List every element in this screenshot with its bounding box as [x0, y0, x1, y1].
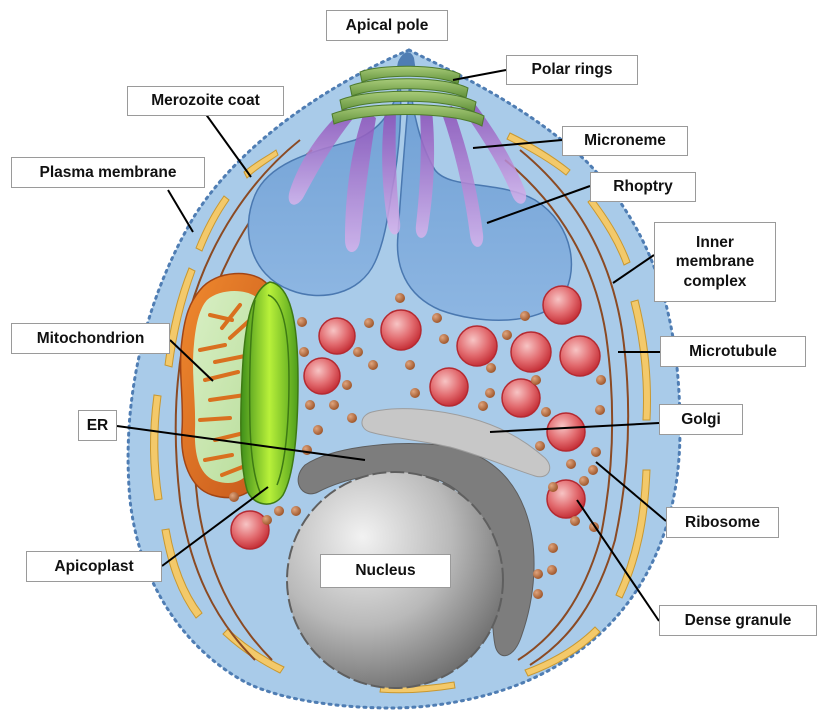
label-inner-membrane-complex-line2: membrane — [676, 252, 754, 271]
label-apicoplast: Apicoplast — [26, 551, 162, 582]
label-inner-membrane-complex-line3: complex — [684, 272, 747, 291]
label-ribosome: Ribosome — [666, 507, 779, 538]
polar-rings — [332, 52, 484, 126]
label-inner-membrane-complex-line1: Inner — [696, 233, 734, 252]
label-microneme: Microneme — [562, 126, 688, 156]
label-rhoptry: Rhoptry — [590, 172, 696, 202]
label-apical-pole: Apical pole — [326, 10, 448, 41]
label-plasma-membrane: Plasma membrane — [11, 157, 205, 188]
label-inner-membrane-complex: Inner membrane complex — [654, 222, 776, 302]
label-mitochondrion: Mitochondrion — [11, 323, 170, 354]
label-microtubule: Microtubule — [660, 336, 806, 367]
label-dense-granule: Dense granule — [659, 605, 817, 636]
apicoplast — [241, 282, 298, 504]
label-golgi: Golgi — [659, 404, 743, 435]
label-nucleus: Nucleus — [320, 554, 451, 588]
label-polar-rings: Polar rings — [506, 55, 638, 85]
label-er: ER — [78, 410, 117, 441]
label-merozoite-coat: Merozoite coat — [127, 86, 284, 116]
